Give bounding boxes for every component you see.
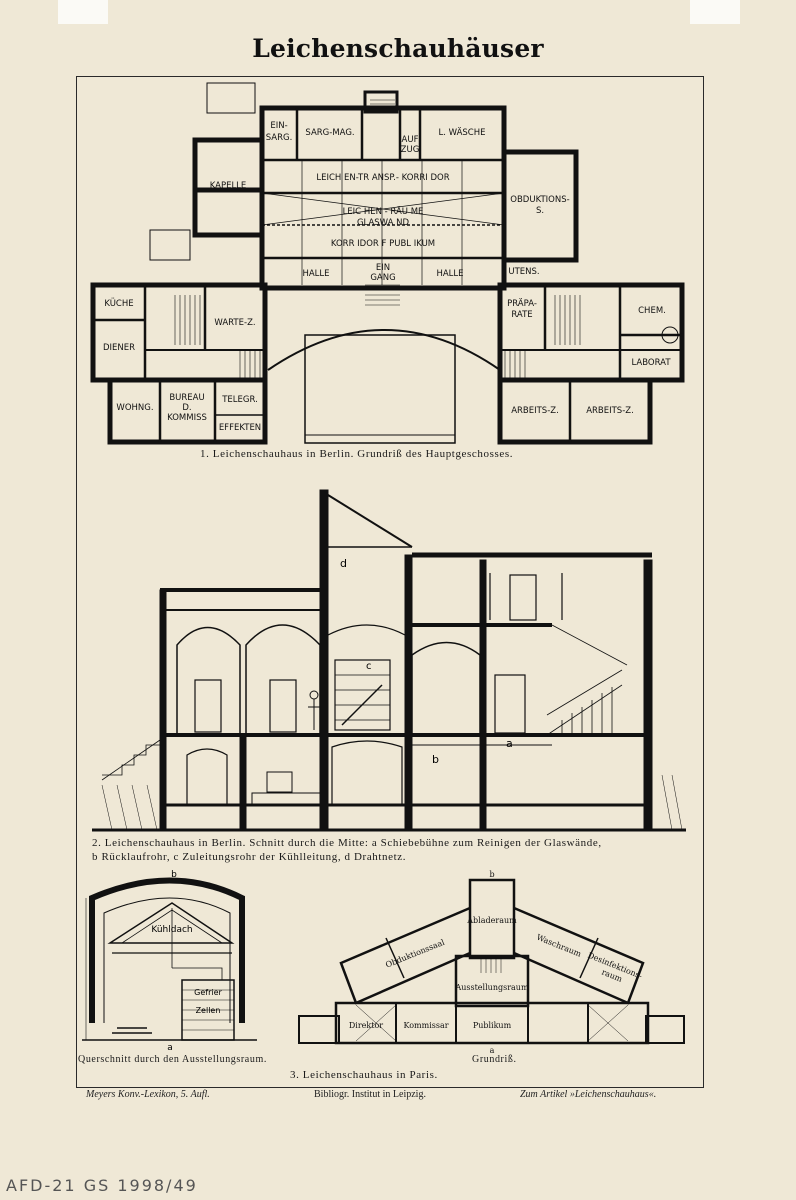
room-laborat: LABORAT <box>631 358 671 368</box>
room-obduktion-1: OBDUKTIONS- <box>510 195 569 205</box>
figure-3-section-caption: Querschnitt durch den Ausstellungsraum. <box>78 1054 267 1065</box>
room-korridor-transport: LEICH EN-TR ANSP.- KORRI DOR <box>316 173 449 183</box>
page-title: Leichenschauhäuser <box>252 34 544 63</box>
room-wartez: WARTE-Z. <box>214 318 255 328</box>
room-diener: DIENER <box>103 343 135 353</box>
room-telegr: TELEGR. <box>221 395 258 405</box>
room-direktor: Direktor <box>349 1021 383 1030</box>
room-effekten: EFFEKTEN <box>219 423 261 433</box>
footer-left: Meyers Konv.-Lexikon, 5. Aufl. <box>86 1089 210 1100</box>
section-label-a: a <box>506 737 513 750</box>
figure-3-cross-section: Kühldach Gefrier Zellen b a <box>82 870 257 1053</box>
section-label-c: c <box>366 661 372 672</box>
room-eingang-2: GANG <box>370 273 395 283</box>
room-arbeitsz-1: ARBEITS-Z. <box>511 406 559 416</box>
figure-3-plan: Abladeraum Obduktionssaal Waschraum Desi… <box>298 870 685 1053</box>
room-abladeraum: Abladeraum <box>466 916 517 925</box>
room-korridor-publikum: KORR IDOR F PUBL IKUM <box>331 239 435 249</box>
label-kuehldach: Kühldach <box>151 925 192 935</box>
room-kueche: KÜCHE <box>104 298 133 309</box>
figure-3-caption: 3. Leichenschauhaus in Paris. <box>290 1069 438 1081</box>
room-publikum: Publikum <box>473 1021 512 1030</box>
section-label-d: d <box>340 557 347 570</box>
room-kapelle: KAPELLE <box>210 181 247 191</box>
plate-frame <box>76 76 704 1088</box>
room-utens: UTENS. <box>508 267 539 277</box>
room-einsarg-2: SARG. <box>266 133 293 143</box>
room-kommissar: Kommissar <box>403 1021 448 1030</box>
label-a-section: a <box>167 1043 173 1053</box>
room-aufzug-1: AUF <box>402 135 419 145</box>
figure-1-floor-plan: EIN- SARG. SARG-MAG. L. WÄSCHE AUF ZUG K… <box>90 82 685 445</box>
figure-1-caption: 1. Leichenschauhaus in Berlin. Grundriß … <box>200 448 514 460</box>
room-arbeitsz-2: ARBEITS-Z. <box>586 406 634 416</box>
label-glaswand: GLASWA ND <box>357 218 410 228</box>
figure-2-caption-line2: b Rücklaufrohr, c Zuleitungsrohr der Küh… <box>92 851 407 863</box>
label-a-plan: a <box>490 1046 495 1053</box>
footer-right: Zum Artikel »Leichenschauhaus«. <box>520 1089 657 1100</box>
paper-tab-right <box>690 0 740 24</box>
room-praeparate-2: RATE <box>511 310 532 320</box>
label-zellen: Zellen <box>196 1006 221 1015</box>
room-eingang-1: EIN <box>376 263 390 273</box>
room-ausstellungsraum: Ausstellungsraum <box>454 983 528 992</box>
room-bureau-2: D. <box>182 403 191 413</box>
paper-tab-left <box>58 0 108 24</box>
room-leichenraeume: LEIC HEN - RÄU ME <box>343 206 424 217</box>
room-obduktion-2: S. <box>536 206 544 216</box>
footer-center: Bibliogr. Institut in Leipzig. <box>314 1089 426 1100</box>
figure-2-section: d c b a <box>92 489 686 832</box>
figure-3-plan-caption: Grundriß. <box>472 1054 517 1065</box>
section-label-b: b <box>432 753 439 766</box>
label-b-plan: b <box>489 870 494 879</box>
label-b-section: b <box>171 870 177 880</box>
room-waschraum: Waschraum <box>535 933 583 959</box>
room-halle-right: HALLE <box>436 269 463 279</box>
room-halle-left: HALLE <box>302 269 329 279</box>
archive-mark: AFD-21 GS 1998/49 <box>6 1176 198 1195</box>
label-gefrier: Gefrier <box>194 988 222 997</box>
room-sargmag: SARG-MAG. <box>305 128 354 138</box>
room-wohng: WOHNG. <box>116 403 153 413</box>
room-bureau-3: KOMMISS <box>167 413 207 423</box>
room-einsarg-1: EIN- <box>270 121 287 131</box>
room-lwaesche: L. WÄSCHE <box>439 127 486 138</box>
room-bureau-1: BUREAU <box>169 393 204 403</box>
room-aufzug-2: ZUG <box>401 145 420 155</box>
room-praeparate-1: PRÄPA- <box>507 298 537 309</box>
figure-2-caption-line1: 2. Leichenschauhaus in Berlin. Schnitt d… <box>92 837 602 849</box>
room-chem: CHEM. <box>638 306 666 316</box>
